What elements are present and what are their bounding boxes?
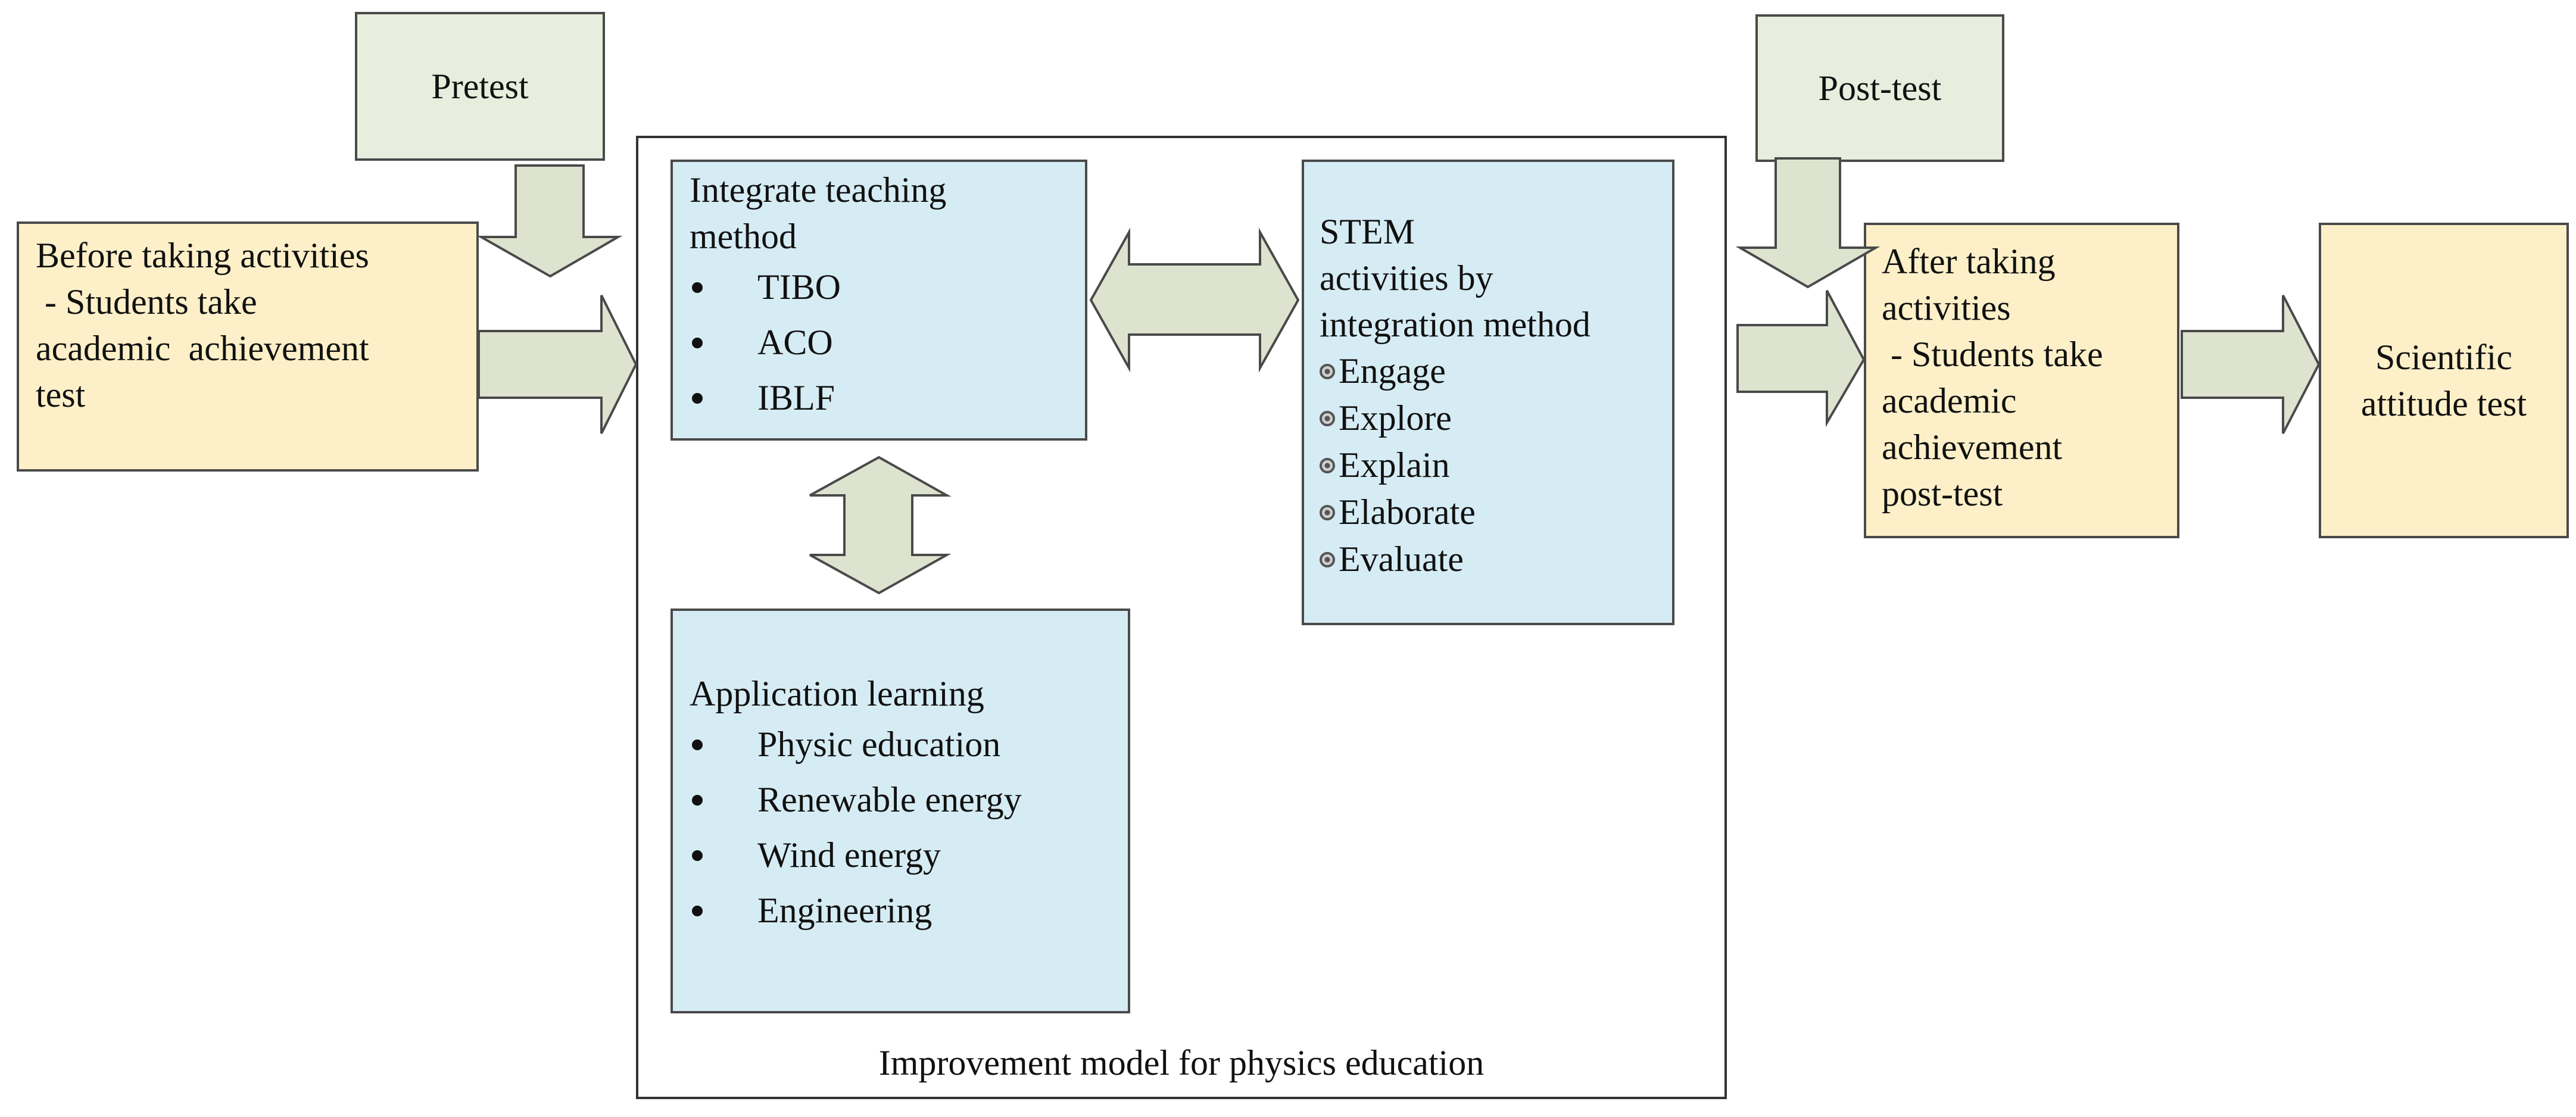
scientific-line: Scientific <box>2375 338 2512 377</box>
model-to-after-arrow <box>1736 290 1866 428</box>
teaching-title-line: Integrate teaching <box>690 170 947 210</box>
application-item: Wind energy <box>673 828 1128 883</box>
teaching-item-iblf: IBLF <box>673 370 1085 426</box>
after-line: - Students take <box>1882 335 2103 374</box>
teaching-method-box: Integrate teaching method TIBO ACO IBLF <box>670 160 1087 441</box>
stem-phase-explain: Explain <box>1320 442 1672 489</box>
before-activities-box: Before taking activities - Students take… <box>17 221 479 472</box>
teaching-application-double-arrow <box>809 455 952 595</box>
application-title: Application learning <box>690 674 984 713</box>
scientific-attitude-box: Scientific attitude test <box>2319 223 2569 538</box>
teaching-title-line: method <box>690 217 797 256</box>
stem-title-line: STEM <box>1320 212 1415 251</box>
stem-phase-list: Engage Explore Explain Elaborate Evaluat… <box>1320 348 1672 583</box>
bullet-icon <box>1320 457 1335 473</box>
bullet-icon <box>1320 363 1335 379</box>
after-line: activities <box>1882 288 2011 327</box>
teaching-stem-double-arrow <box>1089 227 1300 373</box>
pretest-box: Pretest <box>355 12 605 161</box>
before-line: academic achievement <box>36 329 369 368</box>
posttest-box: Post-test <box>1755 14 2004 162</box>
stem-phase-elaborate: Elaborate <box>1320 489 1672 536</box>
stem-phase-explore: Explore <box>1320 395 1672 442</box>
pretest-label: Pretest <box>431 67 529 106</box>
before-line: - Students take <box>36 282 257 322</box>
bullet-icon <box>1320 410 1335 426</box>
posttest-down-arrow <box>1735 157 1880 289</box>
stem-title-line: integration method <box>1320 305 1590 344</box>
before-line: Before taking activities <box>36 236 369 275</box>
pretest-down-arrow <box>476 164 623 278</box>
scientific-line: attitude test <box>2360 384 2527 423</box>
before-line: test <box>36 375 86 414</box>
after-line: academic <box>1882 381 2017 420</box>
before-to-model-arrow <box>478 295 638 434</box>
stem-title-line: activities by <box>1320 258 1493 298</box>
bullet-icon <box>1320 551 1335 567</box>
stem-phase-engage: Engage <box>1320 348 1672 395</box>
after-line: After taking <box>1882 242 2056 281</box>
application-item: Engineering <box>673 883 1128 938</box>
after-to-scientific-arrow <box>2181 295 2321 434</box>
teaching-item-tibo: TIBO <box>673 260 1085 315</box>
after-activities-box: After taking activities - Students take … <box>1864 223 2179 538</box>
stem-phase-evaluate: Evaluate <box>1320 536 1672 583</box>
improvement-model-frame: Improvement model for physics education <box>636 136 1727 1099</box>
teaching-item-aco: ACO <box>673 315 1085 370</box>
improvement-model-caption: Improvement model for physics education <box>878 1043 1485 1082</box>
teaching-method-list: TIBO ACO IBLF <box>673 260 1085 426</box>
after-line: post-test <box>1882 474 2003 513</box>
after-line: achievement <box>1882 428 2063 467</box>
application-item: Physic education <box>673 717 1128 772</box>
application-list: Physic education Renewable energy Wind e… <box>673 717 1128 938</box>
bullet-icon <box>1320 504 1335 520</box>
application-learning-box: Application learning Physic education Re… <box>670 609 1130 1013</box>
stem-activities-box: STEM activities by integration method En… <box>1302 160 1674 625</box>
posttest-label: Post-test <box>1818 68 1942 108</box>
application-item: Renewable energy <box>673 772 1128 828</box>
